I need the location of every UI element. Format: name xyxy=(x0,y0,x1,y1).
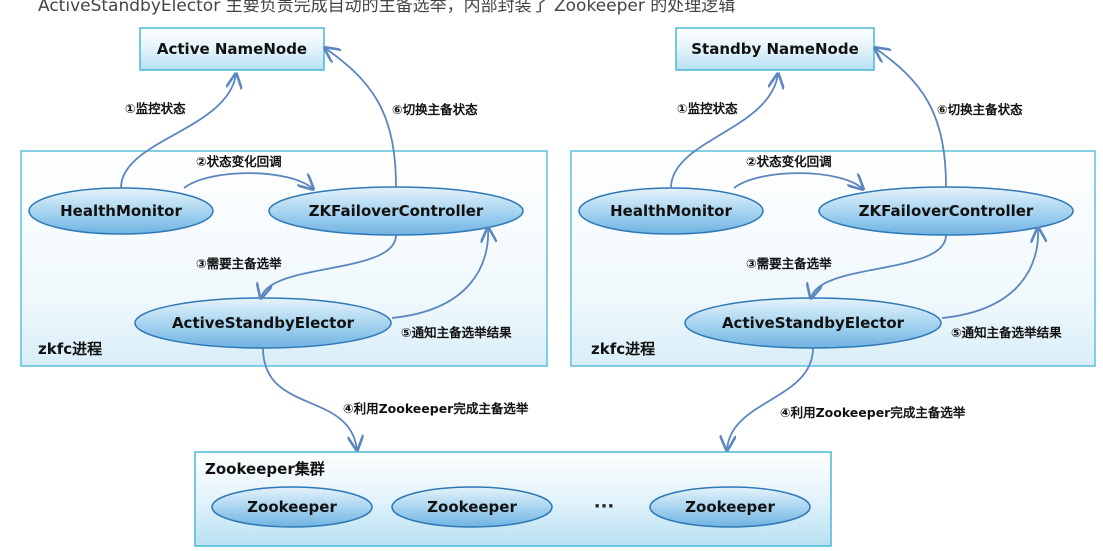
left-edge-1-arrow xyxy=(120,74,236,189)
zookeeper-ellipsis: ··· xyxy=(594,496,615,517)
active-namenode-label: Active NameNode xyxy=(157,40,307,58)
right-edge-5-label: ⑤通知主备选举结果 xyxy=(951,325,1062,340)
left-edge-6-label: ⑥切换主备状态 xyxy=(392,102,478,117)
right-side: Standby NameNode zkfc进程 HealthMonitor ZK… xyxy=(570,27,1096,450)
zookeeper-node-1 xyxy=(211,486,373,528)
left-side: Active NameNode zkfc进程 HealthMonitor ZKF… xyxy=(20,27,548,450)
left-edge-2-label: ②状态变化回调 xyxy=(196,154,282,169)
right-active-standby-elector-label: ActiveStandbyElector xyxy=(722,314,905,332)
right-edge-6-label: ⑥切换主备状态 xyxy=(937,102,1023,117)
right-edge-4-label: ④利用Zookeeper完成主备选举 xyxy=(780,405,966,420)
left-edge-4-arrow xyxy=(262,347,357,450)
left-edge-4-label: ④利用Zookeeper完成主备选举 xyxy=(343,401,529,416)
left-edge-2-arrow xyxy=(183,172,313,189)
zookeeper-node-2 xyxy=(391,486,553,528)
left-zkfailover-controller-label: ZKFailoverController xyxy=(309,202,484,220)
right-edge-6-arrow xyxy=(875,48,947,188)
zookeeper-cluster: Zookeeper集群 Zookeeper Zookeeper ··· Zook… xyxy=(194,451,832,547)
left-edge-3-arrow xyxy=(261,234,397,298)
left-edge-5-label: ⑤通知主备选举结果 xyxy=(401,325,512,340)
right-edge-4-arrow xyxy=(727,347,814,450)
right-edge-2-label: ②状态变化回调 xyxy=(746,154,832,169)
left-edge-1-label: ①监控状态 xyxy=(125,101,186,116)
right-edge-2-arrow xyxy=(733,172,863,189)
standby-namenode-label: Standby NameNode xyxy=(691,40,859,58)
right-health-monitor-label: HealthMonitor xyxy=(610,202,732,220)
left-zkfc-process-label: zkfc进程 xyxy=(38,340,102,358)
left-active-standby-elector-label: ActiveStandbyElector xyxy=(172,314,355,332)
right-edge-1-arrow xyxy=(670,74,778,189)
right-edge-3-arrow xyxy=(811,234,947,298)
right-edge-3-label: ③需要主备选举 xyxy=(746,256,832,271)
zookeeper-node-2-label: Zookeeper xyxy=(427,498,517,516)
right-edge-5-arrow xyxy=(941,228,1038,319)
left-edge-5-arrow xyxy=(391,228,488,319)
zookeeper-node-1-label: Zookeeper xyxy=(247,498,337,516)
right-edge-1-label: ①监控状态 xyxy=(677,101,738,116)
zookeeper-node-3 xyxy=(649,486,811,528)
right-zkfailover-controller-label: ZKFailoverController xyxy=(859,202,1034,220)
zookeeper-cluster-label: Zookeeper集群 xyxy=(205,460,325,478)
left-edge-6-arrow xyxy=(325,48,397,188)
caption: ActiveStandbyElector 主要负责完成自动的主备选举，内部封装了… xyxy=(38,0,736,16)
left-health-monitor-label: HealthMonitor xyxy=(60,202,182,220)
right-zkfc-process-label: zkfc进程 xyxy=(591,340,655,358)
zookeeper-node-3-label: Zookeeper xyxy=(685,498,775,516)
left-edge-3-label: ③需要主备选举 xyxy=(196,256,282,271)
